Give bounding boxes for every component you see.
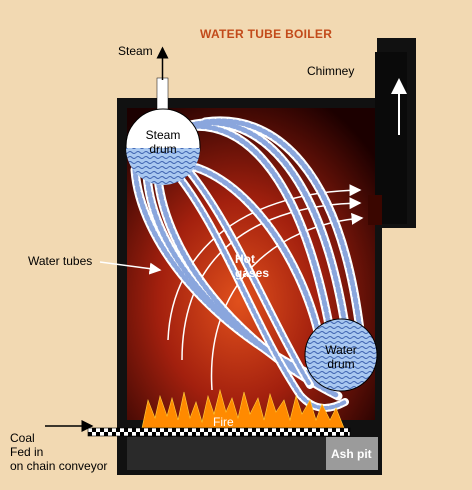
- coal-feed-label: Coal Fed in on chain conveyor: [10, 431, 107, 473]
- water-drum-label-line1: Water: [325, 343, 357, 357]
- coal-label-line3: on chain conveyor: [10, 459, 108, 473]
- hot-gases-label: Hot gases: [235, 252, 269, 280]
- water-drum-label: Water drum: [319, 343, 363, 371]
- chain-conveyor: [87, 427, 351, 437]
- diagram-title: WATER TUBE BOILER: [200, 27, 333, 41]
- chimney-label: Chimney: [307, 64, 355, 78]
- ash-pit-label: Ash pit: [331, 447, 372, 461]
- hot-gases-label-line2: gases: [235, 266, 270, 280]
- coal-label-line2: Fed in: [10, 445, 44, 459]
- steam-drum-label-line2: drum: [149, 142, 177, 156]
- water-drum: [304, 318, 378, 392]
- water-tubes-label: Water tubes: [28, 254, 93, 268]
- steam-drum-label: Steam drum: [141, 128, 185, 156]
- ash-pit: [326, 437, 378, 470]
- hot-gases-label-line1: Hot: [235, 252, 255, 266]
- steam-drum: [125, 108, 201, 185]
- coal-label-line1: Coal: [10, 431, 35, 445]
- fire-label: Fire: [213, 415, 234, 429]
- steam-label: Steam: [118, 44, 153, 58]
- water-tubes-arrow: [99, 261, 162, 275]
- fire-flames: [141, 388, 345, 429]
- water-drum-label-line2: drum: [327, 357, 355, 371]
- steam-drum-label-line1: Steam: [145, 128, 181, 142]
- water-tubes: [130, 116, 365, 412]
